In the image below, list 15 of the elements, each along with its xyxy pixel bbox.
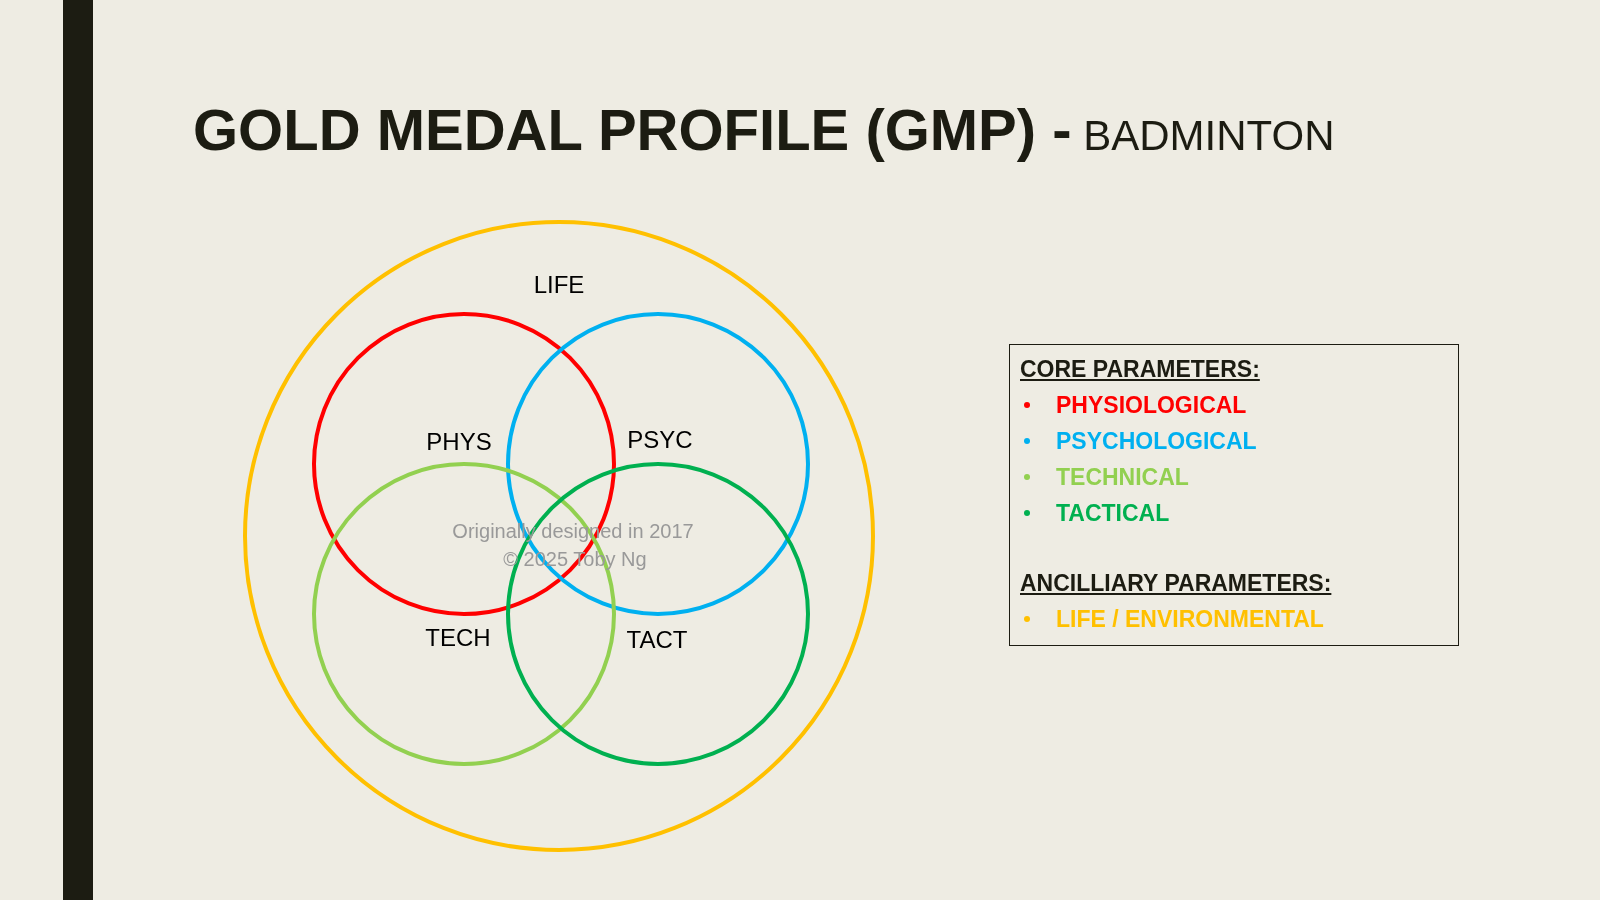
side-bar — [63, 0, 93, 900]
circle-label: PHYS — [426, 428, 492, 456]
legend-text: PSYCHOLOGICAL — [1056, 427, 1257, 455]
title: GOLD MEDAL PROFILE (GMP) - BADMINTON — [193, 96, 1335, 163]
circle-label: TACT — [626, 626, 688, 654]
circle-label: PSYC — [627, 426, 693, 454]
circle-label: LIFE — [533, 271, 585, 299]
venn-circle — [243, 220, 875, 852]
legend-text: PHYSIOLOGICAL — [1056, 391, 1247, 419]
legend-text: TECHNICAL — [1056, 463, 1189, 491]
legend-text: TACTICAL — [1056, 499, 1170, 527]
section-heading: CORE PARAMETERS: — [1020, 355, 1260, 384]
circle-label: TECH — [425, 624, 491, 652]
legend-text: LIFE / ENVIRONMENTAL — [1056, 605, 1324, 633]
section-heading: ANCILLIARY PARAMETERS: — [1020, 569, 1332, 598]
